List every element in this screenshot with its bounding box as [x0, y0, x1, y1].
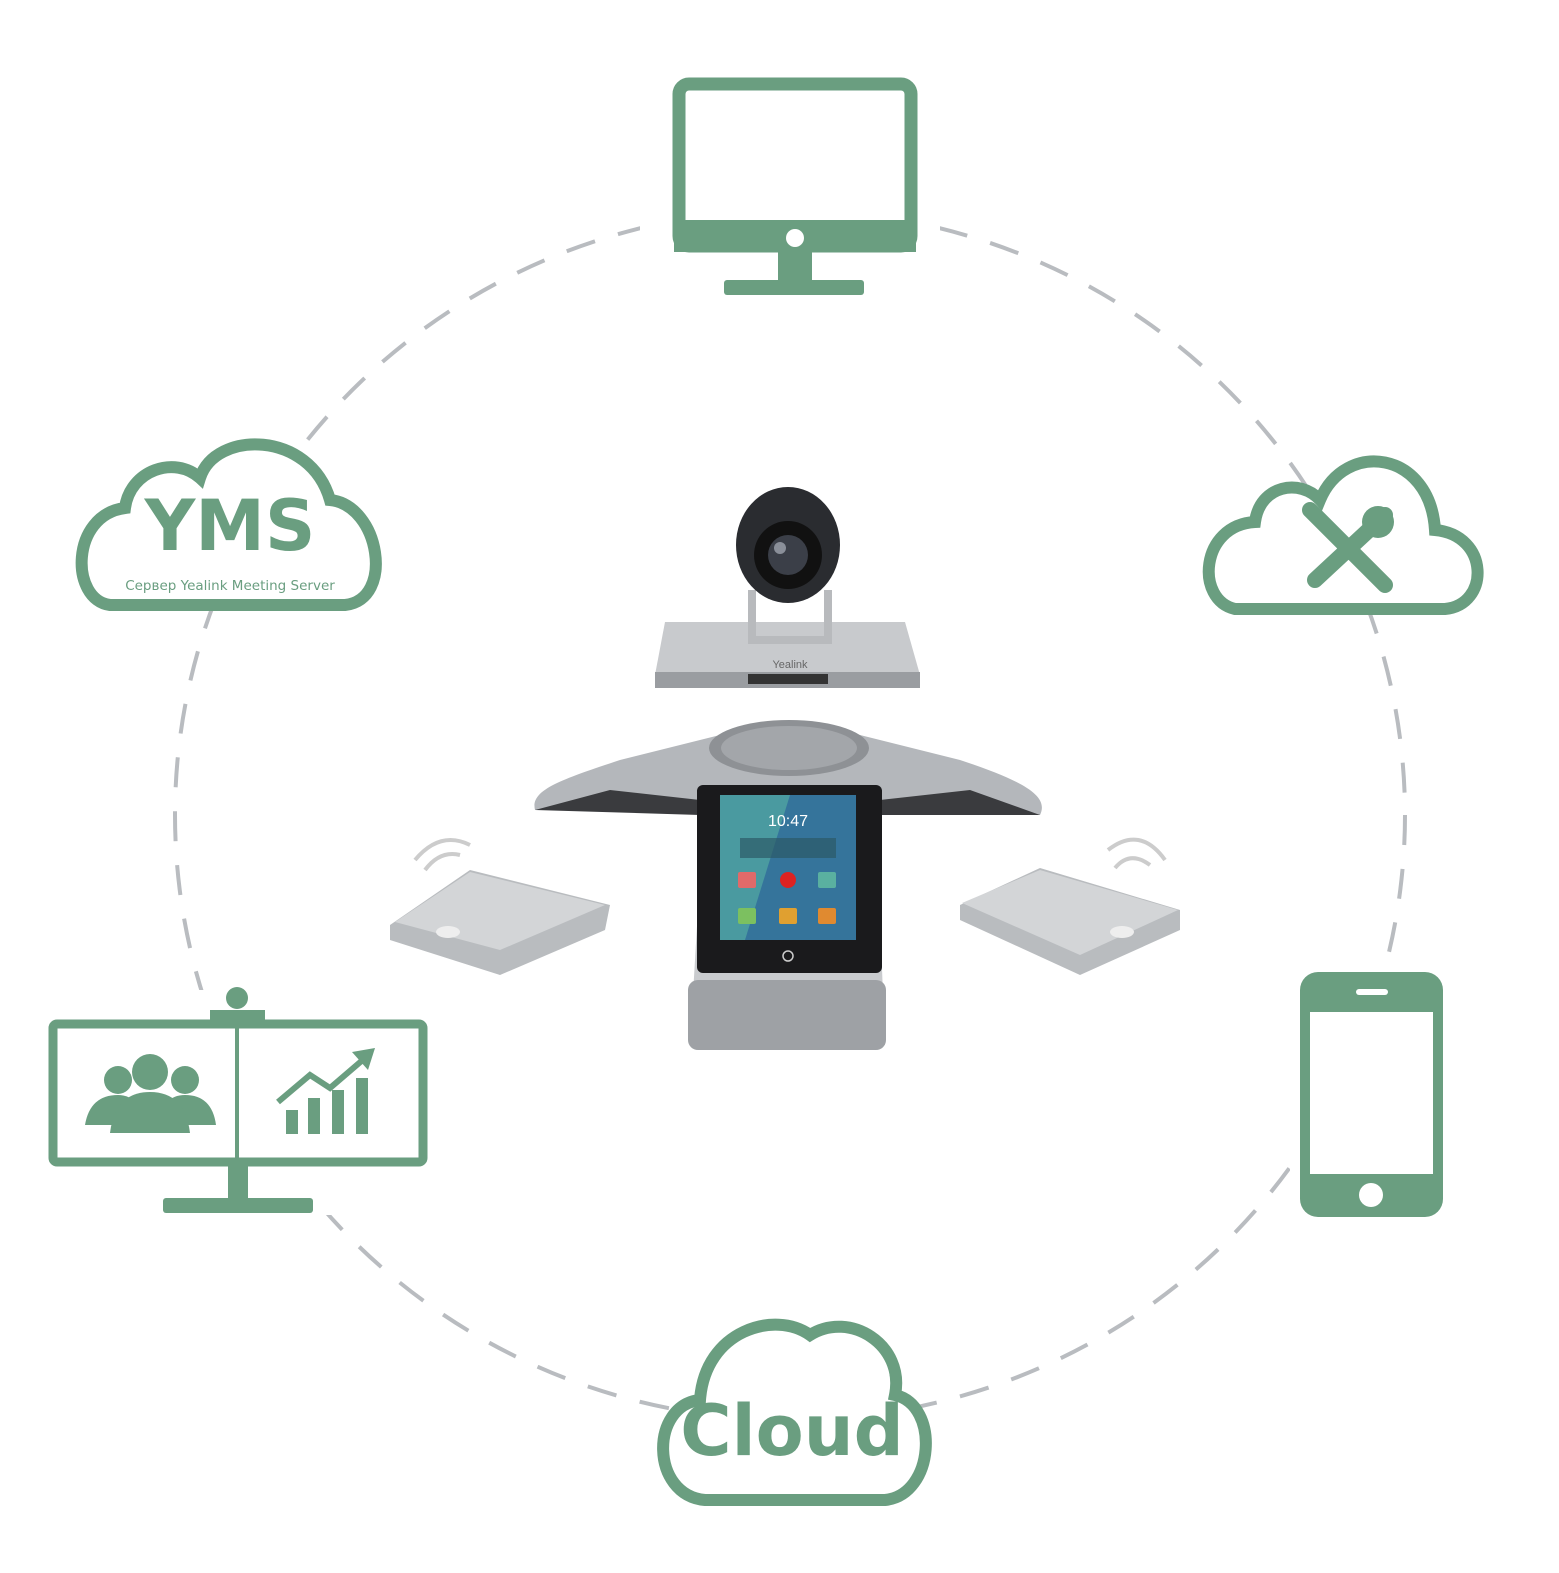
- wireless-mic-left: [390, 838, 610, 975]
- presentation-board-icon: [45, 987, 435, 1215]
- cloud-label: Cloud: [680, 1390, 903, 1472]
- tools-icon: [1302, 502, 1394, 593]
- yms-title: YMS: [144, 485, 316, 567]
- conference-phone: 10:47: [534, 720, 1042, 1050]
- cloud-icon: Cloud: [657, 1318, 932, 1506]
- wireless-mic-right: [960, 837, 1180, 975]
- people-icon: [85, 1054, 216, 1133]
- yms-cloud-icon: YMS Сервер Yealink Meeting Server: [75, 438, 382, 611]
- monitor-icon: [640, 60, 940, 295]
- cloud-tools-icon: [1202, 455, 1484, 615]
- smartphone-icon: [1290, 965, 1455, 1220]
- camera-brand: Yealink: [772, 659, 808, 671]
- growth-chart-icon: [276, 1048, 375, 1134]
- yms-subtitle: Сервер Yealink Meeting Server: [125, 578, 335, 594]
- video-camera: Yealink: [655, 487, 920, 688]
- phone-time: 10:47: [768, 813, 808, 830]
